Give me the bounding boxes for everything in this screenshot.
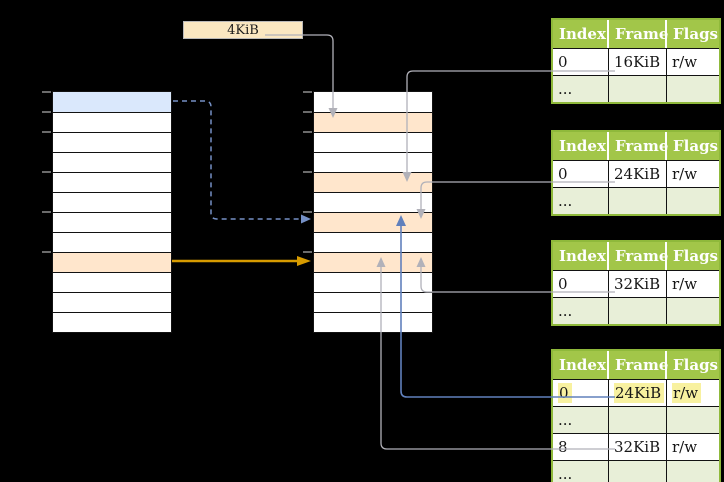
virtual-page-row xyxy=(53,292,171,312)
page-table-3: Index Frame Flags 0 32KiB r/w ... xyxy=(551,240,721,326)
page-table-1: Index Frame Flags 0 16KiB r/w ... xyxy=(551,18,721,104)
table-row: 0 16KiB r/w xyxy=(553,48,719,75)
table-row-ellipsis: ... xyxy=(553,406,719,433)
column-header-index: Index xyxy=(553,20,609,48)
column-header-frame: Frame xyxy=(609,20,668,48)
cell-frame xyxy=(609,298,667,324)
column-header-index: Index xyxy=(553,351,609,379)
physical-column-ticks xyxy=(303,91,312,253)
arrow-right-icon xyxy=(301,214,311,224)
page-table-2: Index Frame Flags 0 24KiB r/w ... xyxy=(551,130,721,216)
cell-index: ... xyxy=(553,188,609,214)
page-table-4: Index Frame Flags 0 24KiB r/w ... 8 32Ki… xyxy=(551,349,721,482)
page-size-label: 4KiB xyxy=(227,22,259,38)
connector-virtual-page8-translation xyxy=(172,256,311,266)
cell-index: ... xyxy=(553,76,609,102)
cell-flags xyxy=(667,461,719,482)
column-header-flags: Flags xyxy=(673,247,718,265)
page-size-box: 4KiB xyxy=(183,21,303,39)
table-row-ellipsis: ... xyxy=(553,187,719,214)
cell-flags xyxy=(667,76,719,102)
cell-index: 0 xyxy=(553,380,609,406)
cell-index: 8 xyxy=(553,434,609,460)
virtual-page-row xyxy=(53,192,171,212)
virtual-page-row xyxy=(53,212,171,232)
column-header-frame: Frame xyxy=(609,351,668,379)
table-row-ellipsis: ... xyxy=(553,297,719,324)
virtual-page-row xyxy=(53,272,171,292)
virtual-page-row xyxy=(53,132,171,152)
cell-frame xyxy=(609,76,667,102)
table-row: 8 32KiB r/w xyxy=(553,433,719,460)
virtual-page-row xyxy=(53,172,171,192)
cell-frame: 32KiB xyxy=(609,434,667,460)
cell-frame: 24KiB xyxy=(609,161,667,187)
cell-frame xyxy=(609,188,667,214)
cell-frame: 24KiB xyxy=(609,380,667,406)
virtual-page-row-8 xyxy=(53,252,171,272)
table-header-row: Index Frame Flags xyxy=(553,242,719,270)
physical-frame-row xyxy=(314,192,432,212)
cell-flags xyxy=(667,407,719,433)
cell-frame: 32KiB xyxy=(609,271,667,297)
physical-frame-row xyxy=(314,132,432,152)
cell-flags: r/w xyxy=(667,380,719,406)
table-row-highlighted: 0 24KiB r/w xyxy=(553,379,719,406)
cell-index: ... xyxy=(553,407,609,433)
physical-frame-row xyxy=(314,232,432,252)
cell-index: 0 xyxy=(553,161,609,187)
physical-frame-row-32kib xyxy=(314,252,432,272)
table-row: 0 32KiB r/w xyxy=(553,270,719,297)
cell-frame: 16KiB xyxy=(609,49,667,75)
cell-index: 0 xyxy=(553,49,609,75)
virtual-page-row xyxy=(53,312,171,332)
arrow-right-icon xyxy=(297,256,311,266)
cell-flags: r/w xyxy=(672,53,698,71)
virtual-page-row xyxy=(53,152,171,172)
table-row-ellipsis: ... xyxy=(553,75,719,102)
column-header-index: Index xyxy=(553,242,609,270)
physical-frame-row-4kib xyxy=(314,112,432,132)
cell-frame xyxy=(609,407,667,433)
table-header-row: Index Frame Flags xyxy=(553,351,719,379)
table-row: 0 24KiB r/w xyxy=(553,160,719,187)
column-header-frame: Frame xyxy=(609,132,668,160)
cell-flags: r/w xyxy=(672,438,698,456)
physical-memory-column xyxy=(313,91,433,333)
physical-frame-row-24kib xyxy=(314,212,432,232)
physical-frame-row xyxy=(314,152,432,172)
column-header-frame: Frame xyxy=(609,242,668,270)
virtual-column-ticks xyxy=(42,91,51,253)
virtual-memory-column xyxy=(52,91,172,333)
table-header-row: Index Frame Flags xyxy=(553,20,719,48)
physical-frame-row xyxy=(314,92,432,112)
column-header-flags: Flags xyxy=(673,137,718,155)
column-header-flags: Flags xyxy=(673,25,718,43)
physical-frame-row xyxy=(314,272,432,292)
virtual-page-row xyxy=(53,232,171,252)
cell-flags: r/w xyxy=(672,165,698,183)
table-row-ellipsis: ... xyxy=(553,460,719,482)
cell-flags xyxy=(667,188,719,214)
physical-frame-row-16kib xyxy=(314,172,432,192)
physical-frame-row xyxy=(314,312,432,332)
cell-flags: r/w xyxy=(672,275,698,293)
column-header-index: Index xyxy=(553,132,609,160)
connector-virtual-page0-translation xyxy=(173,100,311,224)
cell-flags xyxy=(667,298,719,324)
virtual-page-row xyxy=(53,112,171,132)
cell-frame xyxy=(609,461,667,482)
cell-index: 0 xyxy=(553,271,609,297)
table-header-row: Index Frame Flags xyxy=(553,132,719,160)
column-header-flags: Flags xyxy=(673,356,718,374)
cell-index: ... xyxy=(553,461,609,482)
virtual-page-row-0 xyxy=(53,92,171,112)
physical-frame-row xyxy=(314,292,432,312)
cell-index: ... xyxy=(553,298,609,324)
